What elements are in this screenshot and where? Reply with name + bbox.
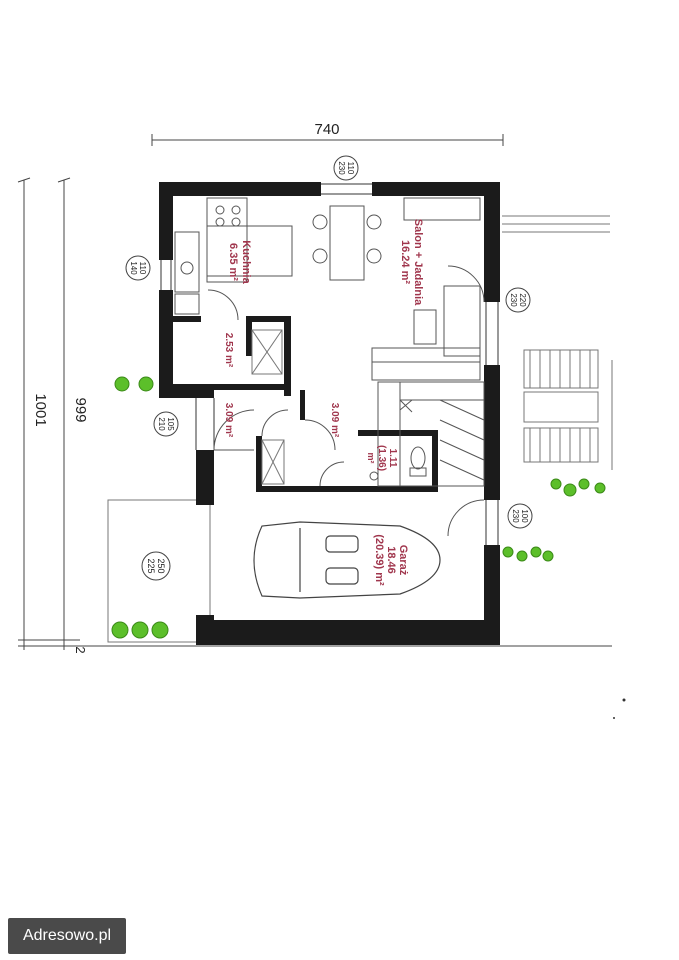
room-label-wc: 1.11 (1.36) m² bbox=[366, 445, 398, 471]
door-left-label: 105 210 bbox=[157, 417, 175, 431]
window-right-upper-label: 220 230 bbox=[509, 293, 527, 307]
storage-cabinets bbox=[251, 329, 285, 485]
interior-walls bbox=[173, 316, 438, 492]
svg-text:100: 100 bbox=[520, 509, 529, 523]
doors bbox=[207, 265, 485, 537]
speck bbox=[613, 717, 615, 719]
room-label-salon: Salon + Jadalnia 16.24 m² bbox=[399, 219, 424, 306]
svg-text:2.53 m²: 2.53 m² bbox=[223, 333, 234, 368]
dimension-height-outer: 1001 bbox=[32, 393, 49, 426]
svg-text:225: 225 bbox=[146, 558, 156, 573]
staircase bbox=[377, 381, 485, 487]
svg-text:(20.39) m²: (20.39) m² bbox=[373, 534, 385, 586]
svg-text:250: 250 bbox=[156, 558, 166, 573]
svg-text:1.11: 1.11 bbox=[387, 449, 398, 468]
opening-badges bbox=[125, 155, 533, 581]
watermark-badge: Adresowo.pl bbox=[8, 918, 126, 954]
room-label-vestibule: 3.09 m² bbox=[223, 403, 234, 438]
svg-text:230: 230 bbox=[511, 509, 520, 523]
svg-text:Garaż: Garaż bbox=[397, 545, 409, 576]
svg-text:110: 110 bbox=[346, 162, 355, 175]
svg-text:m²: m² bbox=[366, 453, 376, 464]
room-label-hall: 3.09 m² bbox=[329, 403, 340, 438]
svg-text:16.24 m²: 16.24 m² bbox=[399, 240, 411, 284]
svg-text:(1.36): (1.36) bbox=[376, 445, 387, 471]
dimension-width-top: 740 bbox=[314, 121, 339, 138]
svg-text:18.46: 18.46 bbox=[385, 546, 397, 574]
svg-text:210: 210 bbox=[157, 417, 166, 431]
sofa bbox=[371, 197, 481, 381]
svg-text:6.35 m²: 6.35 m² bbox=[227, 243, 239, 281]
window-top-label: 110 230 bbox=[337, 161, 355, 175]
svg-text:3.09 m²: 3.09 m² bbox=[329, 403, 340, 438]
terrace-deck bbox=[502, 215, 613, 470]
wc-fixtures bbox=[369, 446, 427, 481]
speck bbox=[622, 698, 626, 702]
kitchen-counter bbox=[174, 197, 293, 315]
room-label-garaz: Garaż 18.46 (20.39) m² bbox=[373, 534, 409, 586]
door-right-lower-label: 100 230 bbox=[511, 509, 529, 523]
room-label-pantry: 2.53 m² bbox=[223, 333, 234, 368]
driveway-outline bbox=[107, 499, 211, 643]
windows bbox=[160, 183, 499, 545]
dining-table bbox=[312, 205, 382, 281]
svg-text:230: 230 bbox=[509, 293, 518, 307]
svg-text:105: 105 bbox=[166, 417, 175, 431]
svg-text:Salon + Jadalnia: Salon + Jadalnia bbox=[412, 219, 424, 306]
svg-text:110: 110 bbox=[138, 262, 147, 275]
svg-text:Kuchnia: Kuchnia bbox=[240, 240, 252, 284]
plants bbox=[111, 376, 606, 639]
room-label-kuchnia: Kuchnia 6.35 m² bbox=[227, 240, 252, 284]
svg-text:220: 220 bbox=[518, 293, 527, 307]
svg-text:230: 230 bbox=[337, 161, 346, 175]
car bbox=[253, 521, 441, 599]
svg-text:140: 140 bbox=[129, 261, 138, 275]
dimension-height-inner: 999 bbox=[72, 397, 89, 422]
window-left-label: 110 140 bbox=[129, 261, 147, 275]
dimension-lines bbox=[17, 134, 612, 650]
dimension-bottom-offset: 2 bbox=[73, 646, 88, 653]
svg-text:3.09 m²: 3.09 m² bbox=[223, 403, 234, 438]
garage-gate-label: 250 225 bbox=[146, 558, 166, 573]
